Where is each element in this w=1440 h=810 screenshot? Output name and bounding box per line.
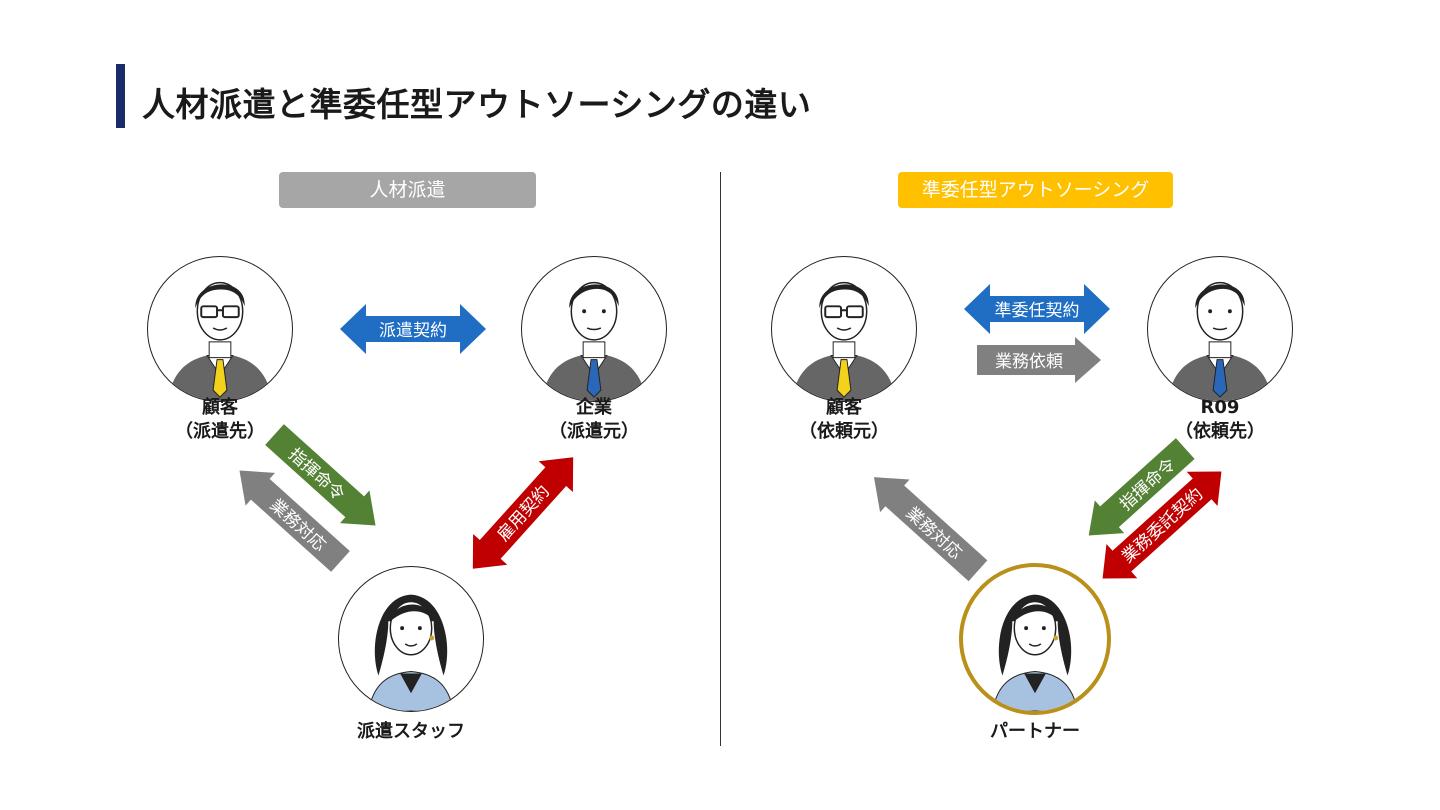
employment-contract-arrow: 雇用契約 bbox=[456, 442, 591, 584]
client-avatar-left bbox=[147, 256, 293, 402]
page-title: 人材派遣と準委任型アウトソーシングの違い bbox=[142, 85, 812, 124]
title-accent-bar bbox=[116, 64, 125, 128]
man-glasses-yellow-tie-icon bbox=[791, 281, 897, 401]
dispatch-contract-arrow: 派遣契約 bbox=[340, 304, 486, 354]
man-blue-tie-icon bbox=[541, 281, 647, 401]
svg-text:業務依頼: 業務依頼 bbox=[995, 352, 1063, 372]
quasi-contract-arrow: 準委任契約 bbox=[964, 284, 1110, 334]
partner-label: パートナー bbox=[990, 721, 1080, 742]
provider-avatar bbox=[1147, 256, 1293, 402]
staff-label: 派遣スタッフ bbox=[357, 721, 465, 742]
client-avatar-right bbox=[771, 256, 917, 402]
svg-text:派遣契約: 派遣契約 bbox=[379, 321, 447, 341]
dispatch-badge: 人材派遣 bbox=[279, 172, 536, 208]
man-blue-tie-icon bbox=[1167, 281, 1273, 401]
client-label-left: 顧客 （派遣先） bbox=[175, 397, 265, 442]
client-label-right: 顧客 （依頼元） bbox=[799, 397, 889, 442]
center-divider bbox=[720, 172, 721, 746]
provider-label: R09 （依頼先） bbox=[1175, 397, 1265, 442]
staff-avatar bbox=[338, 566, 484, 712]
company-avatar bbox=[521, 256, 667, 402]
work-request-arrow: 業務依頼 bbox=[977, 337, 1101, 383]
partner-avatar bbox=[959, 563, 1111, 715]
woman-icon bbox=[992, 594, 1078, 711]
company-label: 企業 （派遣元） bbox=[549, 397, 639, 442]
outsourcing-badge: 準委任型アウトソーシング bbox=[898, 172, 1173, 208]
svg-text:準委任契約: 準委任契約 bbox=[995, 301, 1080, 321]
man-glasses-yellow-tie-icon bbox=[167, 281, 273, 401]
work-arrow-right: 業務対応 bbox=[859, 461, 992, 587]
woman-icon bbox=[368, 594, 454, 711]
